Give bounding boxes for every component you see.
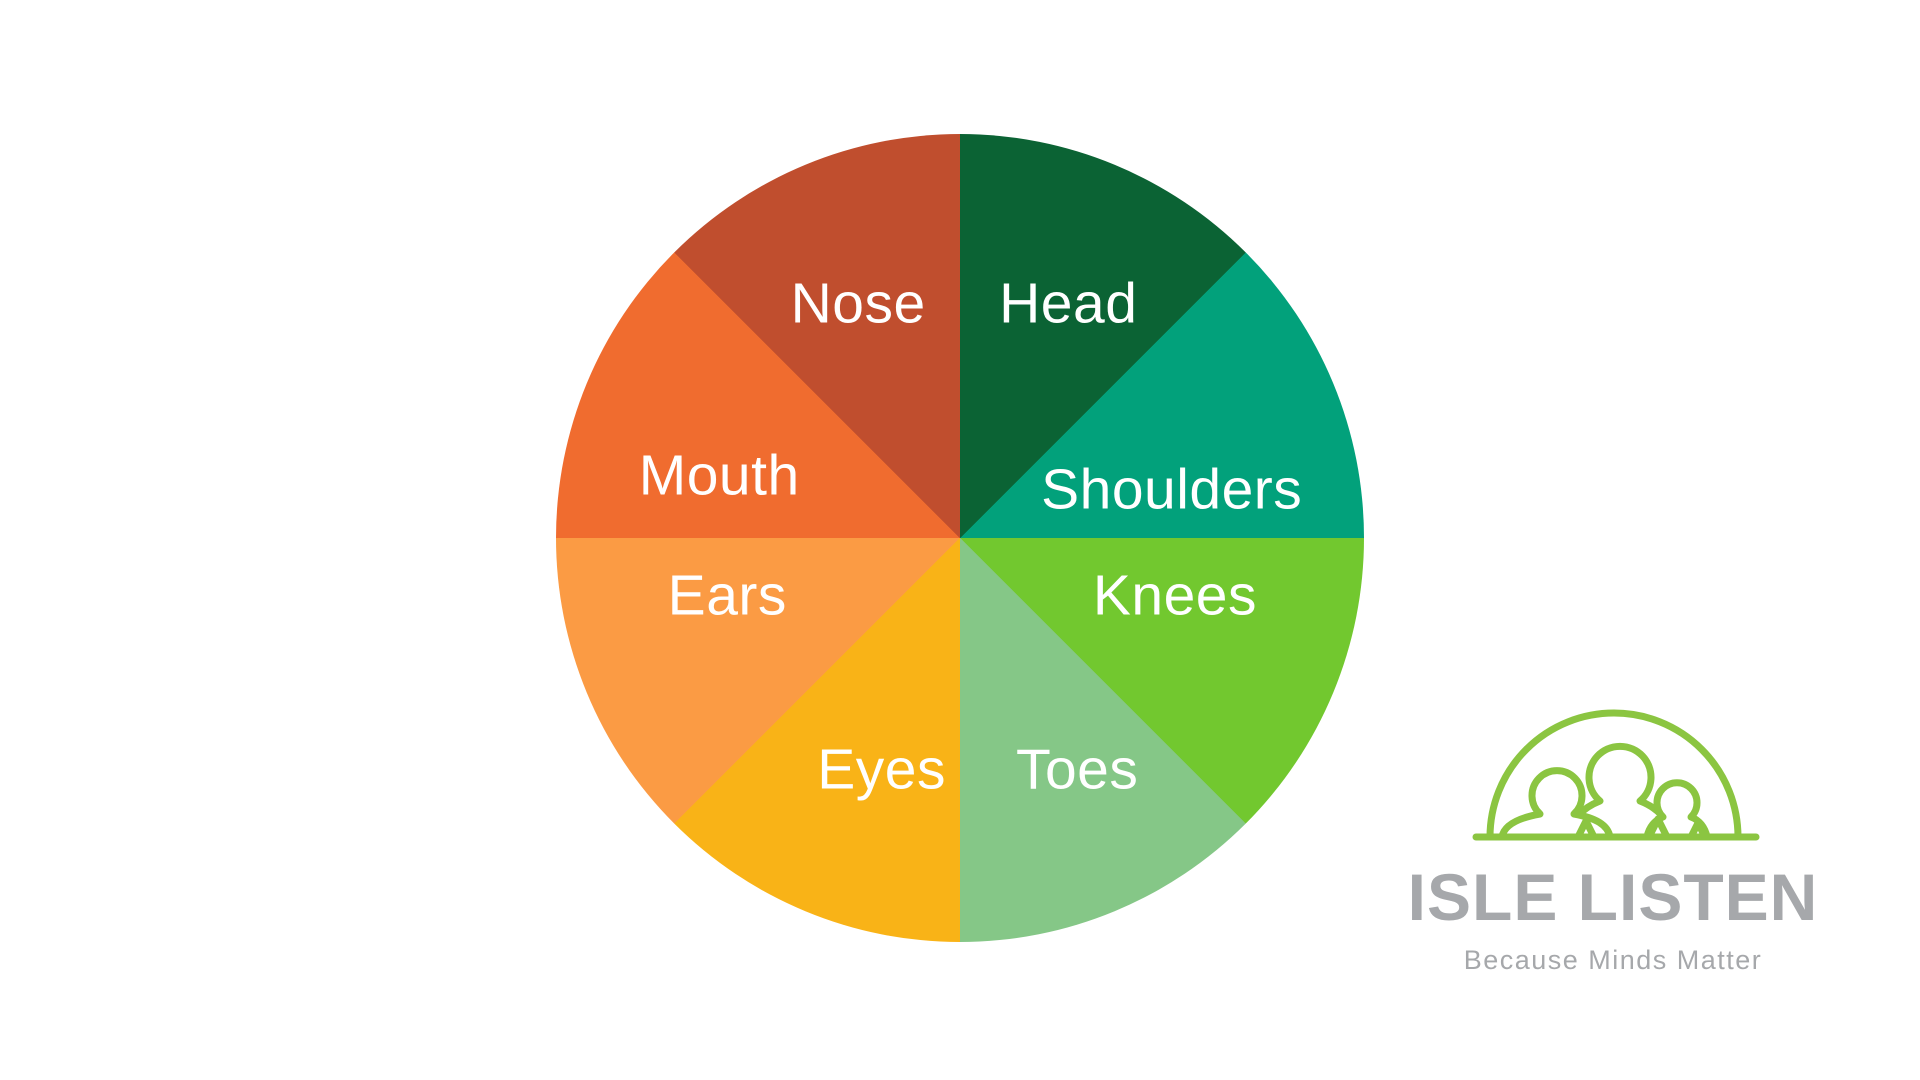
- logo-person-middle: [1564, 742, 1676, 841]
- wheel-segment-label-nose: Nose: [790, 271, 926, 336]
- wheel-segment-label-ears: Ears: [667, 563, 787, 628]
- logo-notch-middle: [1645, 815, 1671, 841]
- wheel-segment-label-mouth: Mouth: [638, 443, 800, 508]
- arch-over-three-people-icon: [1472, 709, 1760, 841]
- wheel-segment-label-knees: Knees: [1092, 563, 1257, 628]
- logo-notch-left: [1574, 817, 1598, 841]
- wheel-segment-label-toes: Toes: [1015, 737, 1139, 802]
- wheel-segment-label-eyes: Eyes: [817, 737, 946, 802]
- wheel-segment-label-shoulders: Shoulders: [1041, 457, 1303, 522]
- wheel-segment-label-head: Head: [999, 271, 1138, 336]
- logo-wordmark: ISLE LISTEN: [1407, 860, 1819, 934]
- logo-notch-right: [1687, 819, 1709, 841]
- logo-arch: [1486, 709, 1742, 841]
- logo-tagline: Because Minds Matter: [1463, 945, 1763, 975]
